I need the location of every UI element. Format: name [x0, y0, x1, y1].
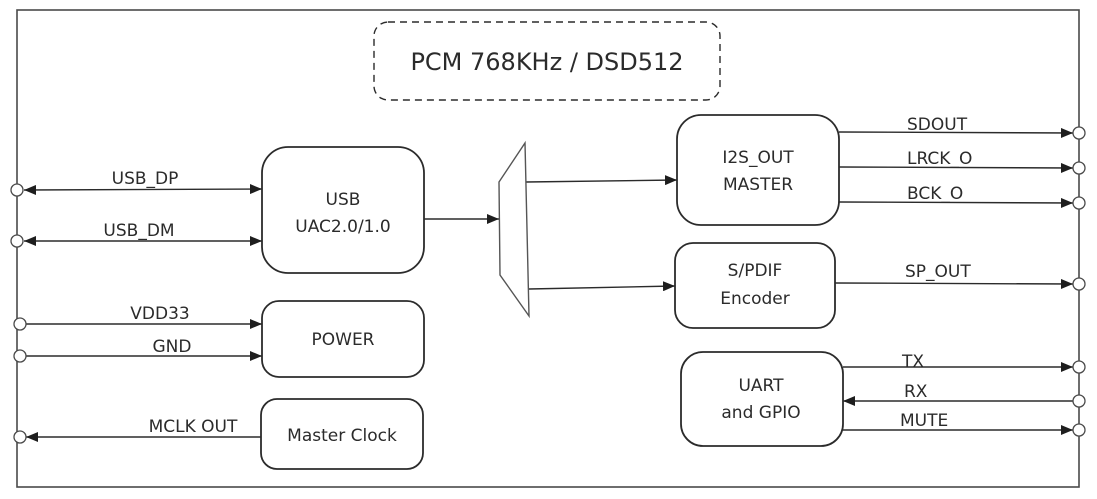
block-spdif-line1: S/PDIF: [728, 261, 783, 281]
label-usb-dp: USB_DP: [112, 169, 179, 189]
block-usb: USB UAC2.0/1.0: [261, 146, 425, 274]
block-usb-line2: UAC2.0/1.0: [295, 217, 390, 237]
block-spdif-encoder: S/PDIF Encoder: [674, 242, 836, 329]
port-usb-dp: [10, 183, 24, 197]
format-note-box: [373, 21, 721, 101]
port-sp-out: [1072, 277, 1086, 291]
signal-sdout: SDOUT: [838, 115, 1086, 140]
label-sp-out: SP_OUT: [905, 262, 971, 282]
block-mclk-label: Master Clock: [287, 426, 397, 446]
block-master-clock: Master Clock: [260, 398, 424, 470]
block-i2s-line2: MASTER: [723, 175, 793, 195]
port-mclk-out: [13, 430, 27, 444]
label-mclk-out: MCLK OUT: [149, 417, 238, 437]
wire-mux-to-i2s: [525, 175, 678, 186]
signal-lrck-o: LRCK_O: [838, 149, 1086, 175]
block-uart-line2: and GPIO: [721, 403, 800, 423]
signal-mclk-out: MCLK OUT: [13, 417, 261, 444]
signal-mute: MUTE: [843, 411, 1086, 437]
signal-vdd33: VDD33: [13, 304, 262, 331]
port-rx: [1072, 394, 1086, 408]
signal-bck-o: BCK_O: [838, 184, 1086, 210]
port-mute: [1072, 423, 1086, 437]
block-i2s-line1: I2S_OUT: [722, 148, 794, 168]
label-vdd33: VDD33: [130, 304, 189, 324]
port-tx: [1072, 360, 1086, 374]
signal-rx: RX: [843, 382, 1086, 408]
block-usb-line1: USB: [326, 190, 361, 210]
port-sdout: [1072, 126, 1086, 140]
label-bck-o: BCK_O: [907, 184, 963, 204]
signal-sp-out: SP_OUT: [834, 262, 1086, 291]
signal-tx: TX: [843, 352, 1086, 374]
label-usb-dm: USB_DM: [103, 221, 174, 241]
wire-mux-to-spdif: [528, 281, 676, 292]
block-i2s-out-master: I2S_OUT MASTER: [676, 114, 840, 226]
label-lrck-o: LRCK_O: [907, 149, 972, 169]
block-spdif-line2: Encoder: [720, 289, 790, 309]
port-vdd33: [13, 317, 27, 331]
port-bck-o: [1072, 196, 1086, 210]
label-mute: MUTE: [900, 411, 948, 431]
label-tx: TX: [901, 352, 924, 372]
signal-usb-dm: USB_DM: [10, 221, 262, 248]
label-rx: RX: [904, 382, 928, 402]
signal-usb-dp: USB_DP: [10, 169, 263, 197]
block-uart-line1: UART: [738, 376, 784, 396]
audio-mux: [498, 140, 530, 319]
port-usb-dm: [10, 234, 24, 248]
block-power-label: POWER: [312, 330, 375, 350]
block-uart-gpio: UART and GPIO: [680, 351, 844, 447]
block-power: POWER: [261, 300, 425, 378]
format-note: PCM 768KHz / DSD512: [373, 21, 721, 101]
format-note-text: PCM 768KHz / DSD512: [410, 48, 683, 76]
chip-boundary: [16, 9, 1080, 488]
signal-gnd: GND: [13, 337, 262, 363]
port-lrck-o: [1072, 161, 1086, 175]
label-gnd: GND: [153, 337, 192, 357]
label-sdout: SDOUT: [907, 115, 968, 135]
port-gnd: [13, 349, 27, 363]
